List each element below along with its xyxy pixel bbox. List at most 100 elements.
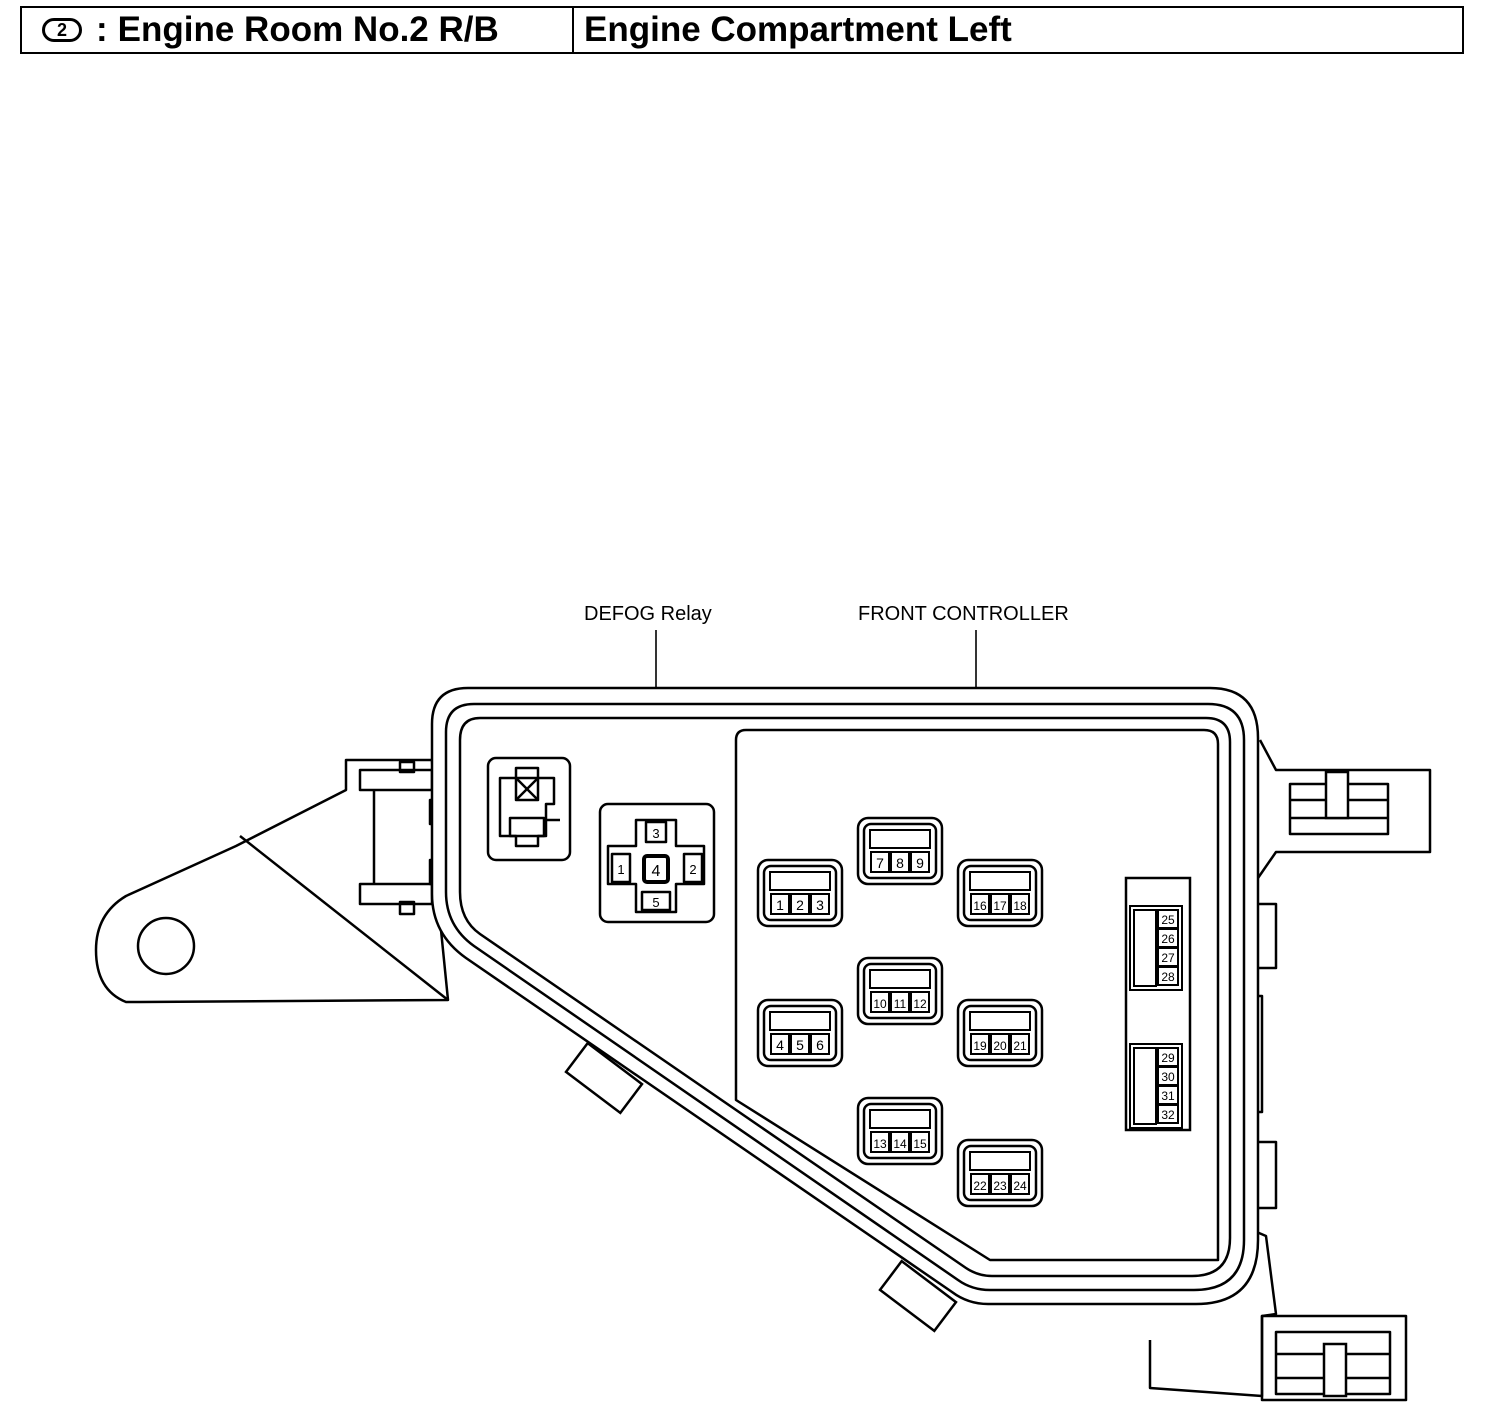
connector-pin-32-label: 32 bbox=[1161, 1108, 1175, 1122]
right-clip-top bbox=[1256, 739, 1432, 879]
connector-19-21: 19 20 21 bbox=[956, 998, 1044, 1068]
connector-pin-26-label: 26 bbox=[1161, 932, 1175, 946]
connector-pin-30-label: 30 bbox=[1161, 1070, 1175, 1084]
connector-pin-15 bbox=[910, 1131, 930, 1153]
connector-22-24: 22 23 24 bbox=[956, 1138, 1044, 1208]
connector-pin-18-label: 18 bbox=[1013, 899, 1027, 913]
connector-pin-15-label: 15 bbox=[913, 1137, 927, 1151]
connector-pin-12-label: 12 bbox=[913, 997, 927, 1011]
connector-10-12: 10 11 12 bbox=[856, 956, 944, 1026]
header-title-cell: 2 : Engine Room No.2 R/B bbox=[22, 8, 574, 52]
relay-block-housing bbox=[430, 686, 1260, 1306]
connector-pin-27-label: 27 bbox=[1161, 951, 1175, 965]
relay-pin-4-label: 4 bbox=[652, 863, 661, 880]
connector-pin-11 bbox=[890, 991, 910, 1013]
connector-pin-5-label: 5 bbox=[796, 1037, 804, 1053]
connector-pin-17 bbox=[990, 893, 1010, 915]
connector-pin-24 bbox=[1010, 1173, 1030, 1195]
connector-pin-28-label: 28 bbox=[1161, 970, 1175, 984]
connector-pin-24-label: 24 bbox=[1013, 1179, 1027, 1193]
defog-relay: 3 1 2 4 5 bbox=[598, 802, 716, 924]
connector-pin-19-label: 19 bbox=[973, 1039, 987, 1053]
header-location-cell: Engine Compartment Left bbox=[574, 8, 1462, 52]
connector-pin-22-label: 22 bbox=[973, 1179, 987, 1193]
connector-pin-9 bbox=[910, 851, 930, 873]
connector-pin-6-label: 6 bbox=[816, 1037, 824, 1053]
connector-pin-16 bbox=[970, 893, 990, 915]
label-front-controller: FRONT CONTROLLER bbox=[858, 603, 1069, 625]
connector-pin-28 bbox=[1157, 966, 1179, 986]
label-defog-relay: DEFOG Relay bbox=[584, 603, 712, 625]
front-controller-vertical-connectors: 25 26 27 28 29 30 31 32 bbox=[1124, 876, 1192, 1132]
relay-pin-3-label: 3 bbox=[652, 826, 659, 841]
connector-pin-14-label: 14 bbox=[893, 1137, 907, 1151]
relay-pin-5 bbox=[640, 890, 672, 912]
connector-pin-22 bbox=[970, 1173, 990, 1195]
connector-pin-23 bbox=[990, 1173, 1010, 1195]
connector-pin-7-label: 7 bbox=[876, 855, 884, 871]
connector-pin-20-label: 20 bbox=[993, 1039, 1007, 1053]
connector-pin-6 bbox=[810, 1033, 830, 1055]
connector-pin-20 bbox=[990, 1033, 1010, 1055]
vertical-connector-25-28: 25 26 27 28 bbox=[1129, 905, 1183, 991]
relay-pin-3 bbox=[644, 820, 668, 844]
vertical-connector-29-32: 29 30 31 32 bbox=[1129, 1043, 1183, 1129]
connector-pin-32 bbox=[1157, 1104, 1179, 1124]
connector-pin-12 bbox=[910, 991, 930, 1013]
connector-pin-19 bbox=[970, 1033, 990, 1055]
small-fuse bbox=[486, 756, 572, 862]
connector-pin-3 bbox=[810, 893, 830, 915]
connector-pin-13 bbox=[870, 1131, 890, 1153]
header-title: Engine Room No.2 R/B bbox=[117, 10, 499, 49]
connector-code-badge: 2 bbox=[42, 18, 82, 42]
header-separator: : bbox=[96, 10, 108, 49]
connector-pin-8-label: 8 bbox=[896, 855, 904, 871]
relay-pin-1 bbox=[610, 852, 632, 884]
connector-pin-21 bbox=[1010, 1033, 1030, 1055]
connector-13-15: 13 14 15 bbox=[856, 1096, 944, 1166]
connector-pin-2 bbox=[790, 893, 810, 915]
connector-pin-5 bbox=[790, 1033, 810, 1055]
relay-pin-2-label: 2 bbox=[689, 862, 696, 877]
connector-pin-3-label: 3 bbox=[816, 897, 824, 913]
connector-pin-21-label: 21 bbox=[1013, 1039, 1027, 1053]
connector-pin-10 bbox=[870, 991, 890, 1013]
bottom-tab-2 bbox=[878, 1259, 958, 1333]
connector-pin-8 bbox=[890, 851, 910, 873]
connector-16-18: 16 17 18 bbox=[956, 858, 1044, 928]
connector-pin-4-label: 4 bbox=[776, 1037, 784, 1053]
relay-pin-5-label: 5 bbox=[652, 895, 659, 910]
relay-pin-2 bbox=[682, 852, 704, 884]
header-location: Engine Compartment Left bbox=[584, 10, 1012, 49]
connector-pin-11-label: 11 bbox=[894, 997, 907, 1011]
connector-pin-18 bbox=[1010, 893, 1030, 915]
relay-pin-1-label: 1 bbox=[617, 862, 624, 877]
connector-pin-16-label: 16 bbox=[973, 899, 987, 913]
connector-pin-13-label: 13 bbox=[873, 1137, 887, 1151]
connector-pin-1 bbox=[770, 893, 790, 915]
connector-pin-29-label: 29 bbox=[1161, 1051, 1175, 1065]
connector-pin-7 bbox=[870, 851, 890, 873]
connector-pin-1-label: 1 bbox=[776, 897, 784, 913]
connector-pin-4 bbox=[770, 1033, 790, 1055]
mounting-bracket bbox=[94, 758, 450, 1004]
front-controller-area bbox=[734, 728, 1220, 1262]
connector-pin-2-label: 2 bbox=[796, 897, 804, 913]
connector-pin-9-label: 9 bbox=[916, 855, 924, 871]
connector-pin-25-label: 25 bbox=[1161, 913, 1175, 927]
connector-pin-10-label: 10 bbox=[873, 997, 887, 1011]
connector-pin-31-label: 31 bbox=[1161, 1089, 1175, 1103]
mounting-hole bbox=[136, 916, 196, 976]
relay-pin-4 bbox=[642, 854, 670, 884]
connector-pin-23-label: 23 bbox=[993, 1179, 1007, 1193]
connector-pin-17-label: 17 bbox=[993, 899, 1007, 913]
header-bar: 2 : Engine Room No.2 R/B Engine Compartm… bbox=[20, 6, 1464, 54]
bottom-tab-1 bbox=[564, 1041, 644, 1115]
right-clip-bottom bbox=[1148, 1228, 1408, 1402]
connector-pin-14 bbox=[890, 1131, 910, 1153]
